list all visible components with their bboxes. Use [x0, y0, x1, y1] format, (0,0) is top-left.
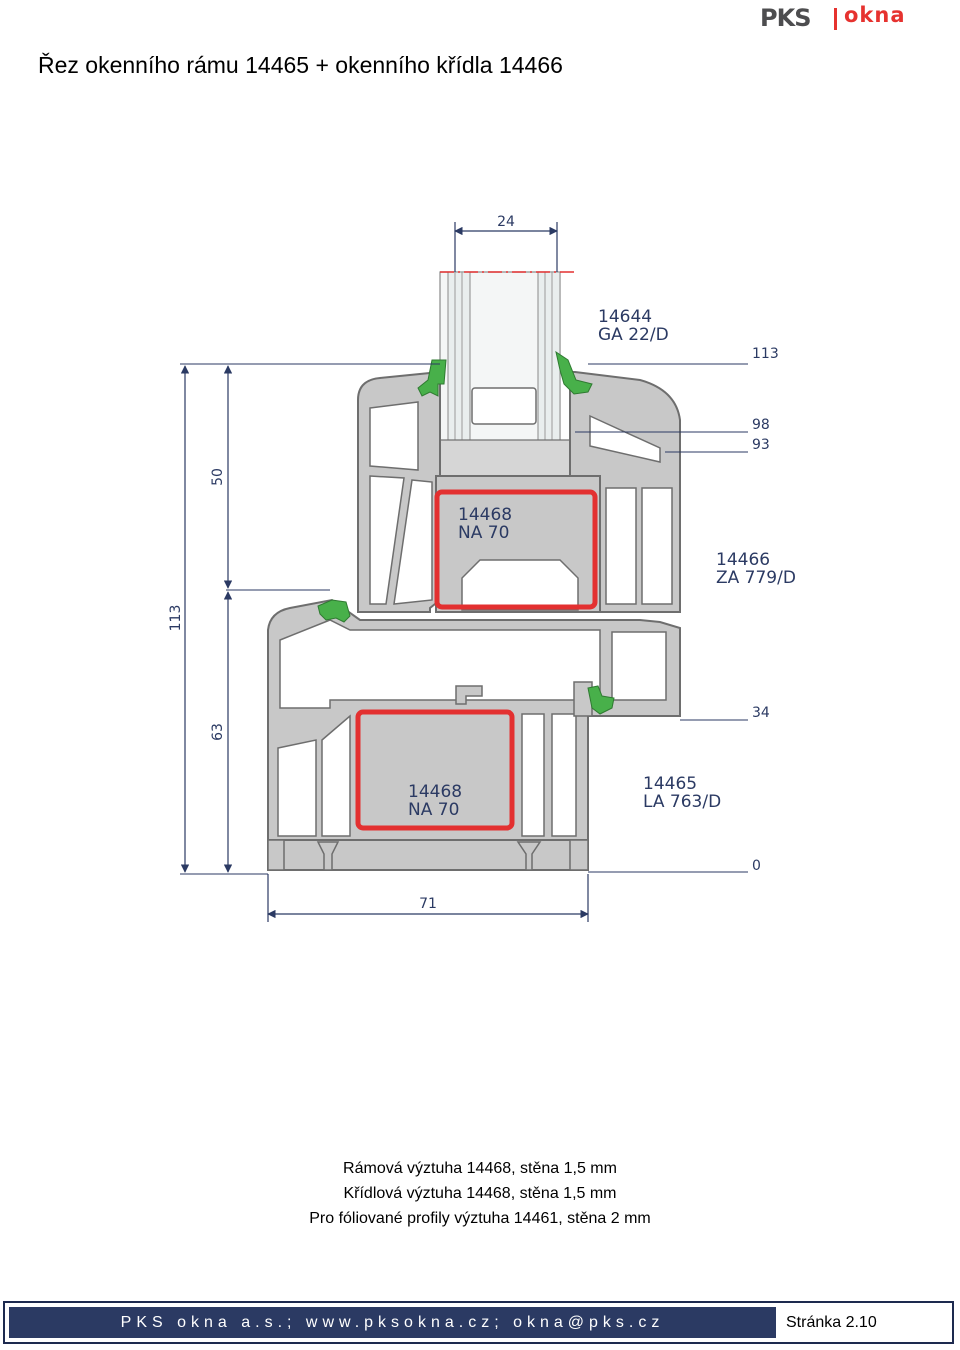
logo-primary-text: PKS	[760, 4, 811, 32]
sash-profile-code: 14466	[716, 550, 770, 570]
note-foil-profiles: Pro fóliované profily výztuha 14461, stě…	[309, 1210, 651, 1227]
frame-profile-type: LA 763/D	[643, 792, 721, 812]
page-number: Stránka 2.10	[786, 1314, 877, 1331]
note-sash-reinforcement: Křídlová výztuha 14468, stěna 1,5 mm	[343, 1185, 617, 1202]
logo-secondary-text: okna	[844, 3, 906, 27]
logo-divider	[834, 8, 837, 30]
level-lines	[180, 363, 748, 875]
window-section-drawing: 24 14644 GA 22/D 113 98 93 14468 NA 70 1…	[168, 214, 796, 922]
frame-height-label: 63	[210, 723, 226, 741]
sash-reinforcement-type: NA 70	[458, 523, 509, 543]
glazing-unit	[435, 271, 575, 477]
level-98-label: 98	[752, 417, 770, 433]
note-frame-reinforcement: Rámová výztuha 14468, stěna 1,5 mm	[343, 1160, 617, 1177]
total-height-label: 113	[168, 605, 184, 632]
glazing-width-label: 24	[497, 214, 515, 230]
footer-contact: PKS okna a.s.; www.pksokna.cz; okna@pks.…	[120, 1314, 665, 1331]
glazing-bead-code: 14644	[598, 307, 652, 327]
pks-okna-logo: PKS okna	[756, 3, 916, 34]
dimension-lines	[180, 222, 589, 922]
frame-profile-code: 14465	[643, 774, 697, 794]
reinforcement-notes: Rámová výztuha 14468, stěna 1,5 mm Křídl…	[0, 1156, 960, 1231]
sash-reinforcement	[434, 489, 598, 610]
page-footer: PKS okna a.s.; www.pksokna.cz; okna@pks.…	[3, 1301, 954, 1344]
frame-reinforcement-type: NA 70	[408, 800, 459, 820]
frame-reinforcement	[355, 709, 515, 831]
level-0-label: 0	[752, 858, 761, 874]
gaskets	[317, 350, 615, 715]
page-title: Řez okenního rámu 14465 + okenního křídl…	[38, 52, 563, 78]
sash-profile-type: ZA 779/D	[716, 568, 796, 588]
footer-contact-bar: PKS okna a.s.; www.pksokna.cz; okna@pks.…	[9, 1307, 776, 1338]
frame-reinforcement-code: 14468	[408, 782, 462, 802]
frame-profile	[267, 598, 681, 871]
frame-depth-label: 71	[419, 896, 437, 912]
level-34-label: 34	[752, 705, 770, 721]
sash-profile	[357, 370, 681, 613]
sash-height-label: 50	[210, 468, 226, 486]
level-93-label: 93	[752, 437, 770, 453]
level-113-label: 113	[752, 346, 779, 362]
sash-reinforcement-code: 14468	[458, 505, 512, 525]
glazing-bead-type: GA 22/D	[598, 325, 669, 345]
